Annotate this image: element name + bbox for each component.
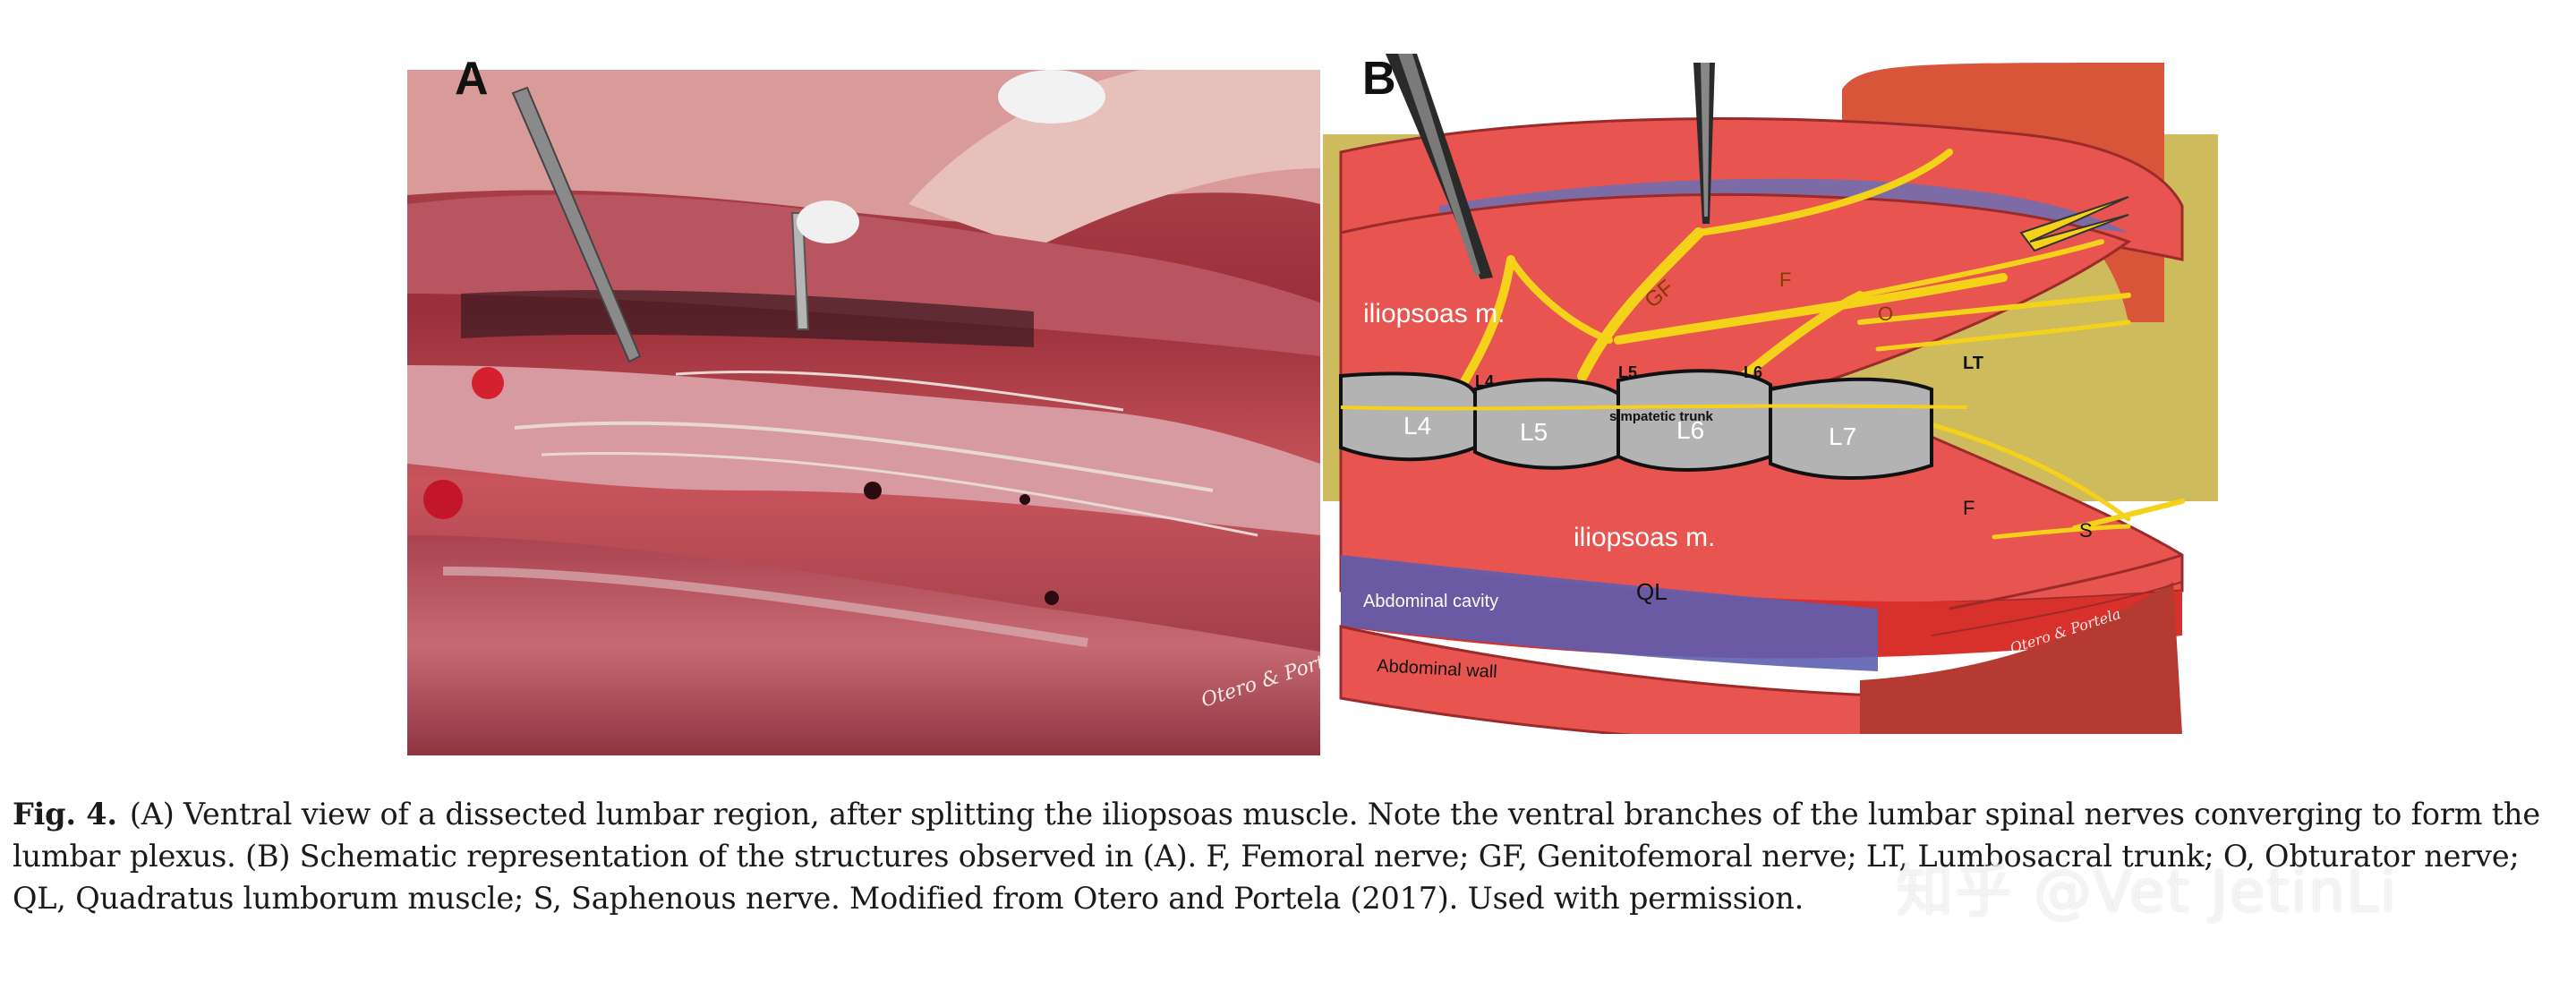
label-vertebra-l5: L5 bbox=[1520, 418, 1548, 446]
label-lt: LT bbox=[1963, 354, 1983, 373]
watermark: 知乎 @Vet JetinLi bbox=[1896, 859, 2399, 926]
label-f-bottom: F bbox=[1963, 497, 1975, 519]
label-l4-nerve: L4 bbox=[1475, 372, 1494, 390]
caption-text: (A) Ventral view of a dissected lumbar r… bbox=[13, 797, 2540, 916]
label-iliopsoas-bottom: iliopsoas m. bbox=[1574, 523, 1715, 552]
schematic-diagram: iliopsoas m. GF F O LT L4 L5 L6 simpatet… bbox=[1323, 54, 2218, 734]
label-f-top: F bbox=[1779, 269, 1791, 291]
label-l5-nerve: L5 bbox=[1618, 363, 1637, 381]
label-vertebra-l4: L4 bbox=[1403, 412, 1431, 439]
label-simpatetic-trunk: simpatetic trunk bbox=[1609, 409, 1714, 424]
label-o: O bbox=[1878, 303, 1893, 325]
label-iliopsoas-top: iliopsoas m. bbox=[1363, 299, 1505, 328]
label-vertebra-l7: L7 bbox=[1829, 422, 1856, 450]
figure-number: Fig. 4. bbox=[13, 797, 117, 832]
label-vertebra-l6: L6 bbox=[1676, 416, 1704, 444]
label-s: S bbox=[2079, 519, 2093, 542]
dissection-photo: Otero & Portela bbox=[407, 70, 1320, 755]
label-abdominal-cavity: Abdominal cavity bbox=[1363, 592, 1498, 611]
panel-label-a: A bbox=[455, 53, 489, 105]
panel-label-b: B bbox=[1362, 53, 1396, 105]
label-ql: QL bbox=[1636, 578, 1668, 605]
label-l6-nerve: L6 bbox=[1744, 363, 1762, 381]
figure-caption: Fig. 4.(A) Ventral view of a dissected l… bbox=[13, 793, 2572, 919]
